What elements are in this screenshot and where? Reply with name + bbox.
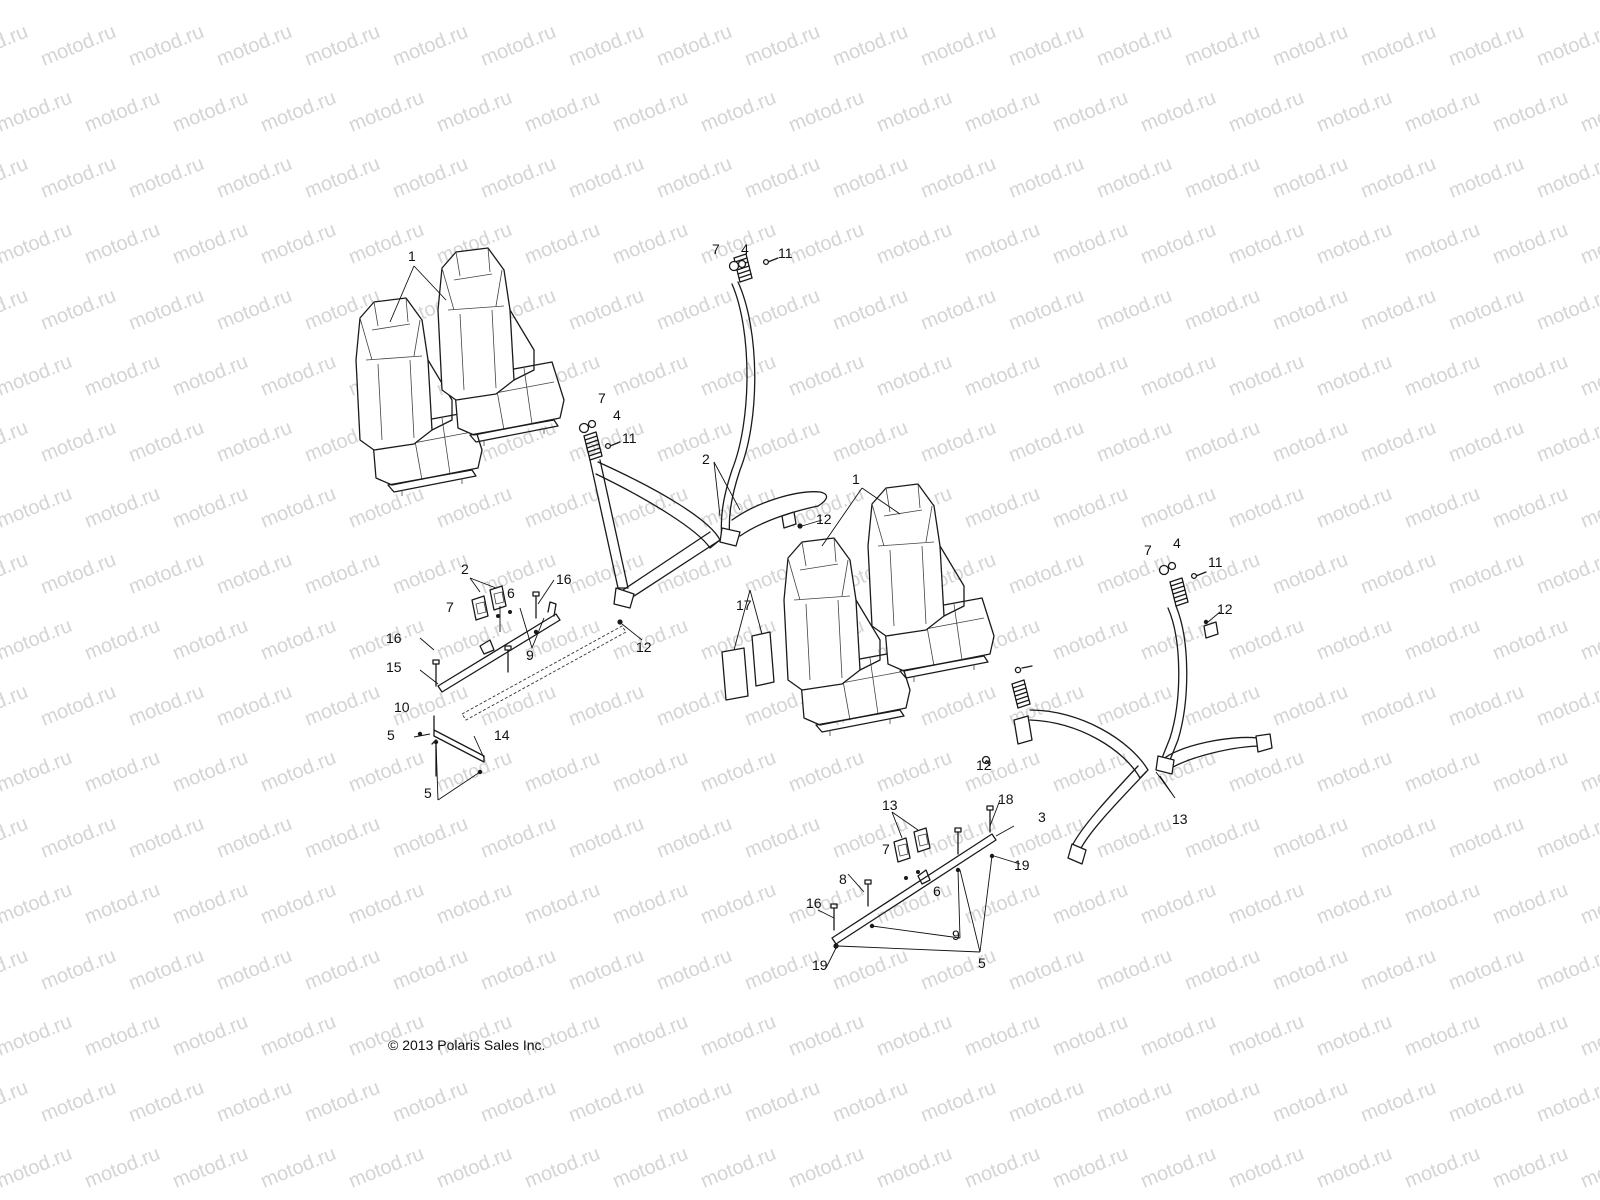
callout-18: 18 bbox=[998, 791, 1014, 807]
mount-bracket-rear bbox=[830, 805, 997, 949]
callout-6: 6 bbox=[933, 883, 941, 899]
seat-belt-assembly-upper bbox=[583, 253, 828, 609]
callout-2: 2 bbox=[461, 561, 469, 577]
callout-19: 19 bbox=[1014, 857, 1030, 873]
callout-5: 5 bbox=[387, 727, 395, 743]
callout-5: 5 bbox=[978, 955, 986, 971]
callout-16: 16 bbox=[386, 630, 402, 646]
callout-4: 4 bbox=[1173, 535, 1181, 551]
leader-lines bbox=[389, 265, 1221, 969]
seat-front-right bbox=[437, 247, 565, 447]
trim-panels bbox=[721, 631, 775, 701]
callout-14: 14 bbox=[494, 727, 510, 743]
callout-13: 13 bbox=[882, 797, 898, 813]
callout-11: 11 bbox=[778, 245, 793, 261]
callout-10: 10 bbox=[394, 699, 410, 715]
callout-1: 1 bbox=[852, 471, 860, 487]
callout-4: 4 bbox=[741, 241, 749, 257]
callout-13: 13 bbox=[1172, 811, 1188, 827]
callout-12: 12 bbox=[636, 639, 652, 655]
floor-rail bbox=[461, 625, 627, 721]
callout-11: 11 bbox=[622, 430, 637, 446]
callout-7: 7 bbox=[882, 841, 890, 857]
callout-7: 7 bbox=[598, 390, 606, 406]
mount-bracket-upper bbox=[432, 585, 623, 693]
callout-12: 12 bbox=[976, 757, 992, 773]
callout-5: 5 bbox=[424, 785, 432, 801]
callout-16: 16 bbox=[806, 895, 822, 911]
callout-12: 12 bbox=[816, 511, 832, 527]
callout-19: 19 bbox=[812, 957, 828, 973]
seat-rear-right bbox=[867, 483, 995, 683]
callout-labels: 1 1 2 2 3 4 4 4 5 5 5 6 6 7 7 7 7 7 8 9 … bbox=[386, 241, 1233, 973]
fasteners bbox=[578, 257, 1209, 765]
callout-11: 11 bbox=[1208, 554, 1223, 570]
callout-3: 3 bbox=[1038, 809, 1046, 825]
copyright-notice: © 2013 Polaris Sales Inc. bbox=[388, 1037, 546, 1053]
callout-7: 7 bbox=[1144, 542, 1152, 558]
callout-7: 7 bbox=[446, 599, 454, 615]
callout-15: 15 bbox=[386, 659, 402, 675]
callout-9: 9 bbox=[526, 647, 534, 663]
callout-4: 4 bbox=[613, 407, 621, 423]
seat-belt-assembly-lower bbox=[1011, 577, 1273, 865]
mount-bracket-lower bbox=[417, 715, 485, 777]
callout-2: 2 bbox=[702, 451, 710, 467]
callout-8: 8 bbox=[839, 871, 847, 887]
callout-7: 7 bbox=[712, 241, 720, 257]
callout-17: 17 bbox=[736, 597, 752, 613]
callout-1: 1 bbox=[408, 248, 416, 264]
callout-12: 12 bbox=[1217, 601, 1233, 617]
callout-16: 16 bbox=[556, 571, 572, 587]
callout-6: 6 bbox=[507, 585, 515, 601]
callout-9: 9 bbox=[952, 927, 960, 943]
